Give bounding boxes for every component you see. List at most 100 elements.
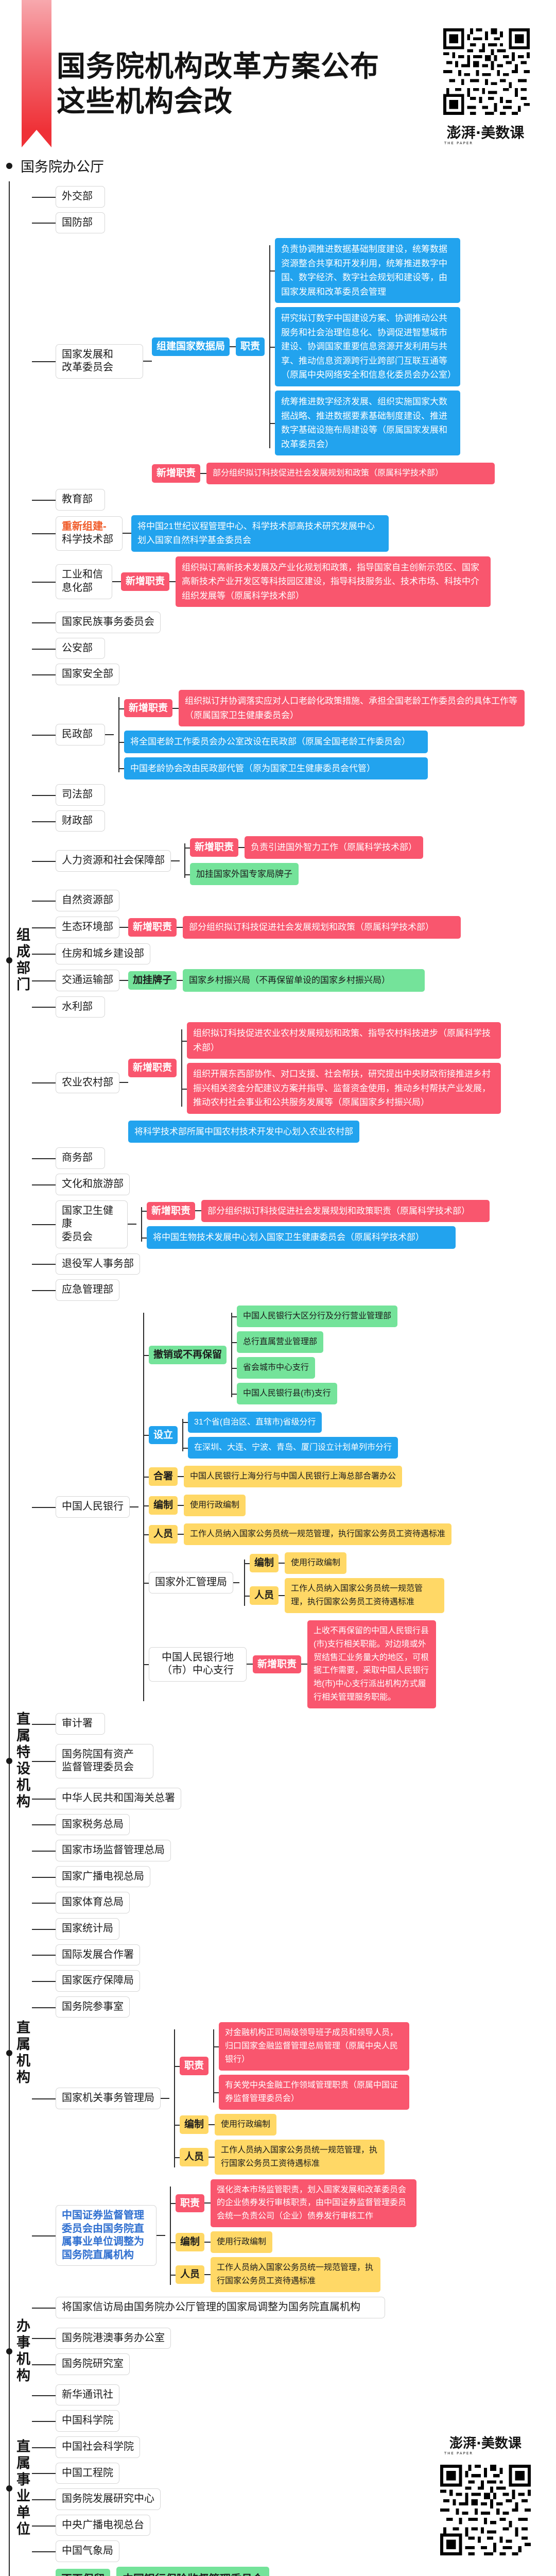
unit-row-gongchengyuan: 中国工程院 <box>32 2462 556 2484</box>
chip-新增职责[interactable]: 新增职责 <box>152 464 201 483</box>
agency-国务院港澳事务办公室[interactable]: 国务院港澳事务办公室 <box>56 2327 171 2349</box>
chip-人员[interactable]: 人员 <box>149 1525 178 1544</box>
ministry-财政部[interactable]: 财政部 <box>56 810 105 832</box>
chip-职责[interactable]: 职责 <box>236 337 265 357</box>
agency-国家市场监督管理总局[interactable]: 国家市场监督管理总局 <box>56 1840 171 1861</box>
connector <box>32 1224 56 1226</box>
chip-新增职责[interactable]: 新增职责 <box>121 572 170 591</box>
unit-国务院发展研究中心[interactable]: 国务院发展研究中心 <box>56 2488 161 2510</box>
unit-中国工程院[interactable]: 中国工程院 <box>56 2462 119 2484</box>
agency-国家广播电视总局[interactable]: 国家广播电视总局 <box>56 1866 150 1888</box>
connector <box>157 2235 165 2236</box>
agency-国家信访局调整[interactable]: 将国家信访局由国务院办公厅管理的国家局调整为国务院直属机构 <box>56 2297 385 2318</box>
connector <box>32 1903 56 1904</box>
agency-国家统计局[interactable]: 国家统计局 <box>56 1918 119 1940</box>
chip-编制[interactable]: 编制 <box>180 2115 209 2134</box>
spine-bullet-icon <box>6 957 12 963</box>
ministry-审计署[interactable]: 审计署 <box>56 1713 105 1735</box>
bracket <box>177 1022 187 1114</box>
connector <box>301 1664 308 1665</box>
connector <box>143 361 152 362</box>
connector <box>32 1761 56 1762</box>
ministry-农业农村部[interactable]: 农业农村部 <box>56 1072 119 1094</box>
ministry-人力资源和社会保障部[interactable]: 人力资源和社会保障部 <box>56 850 171 872</box>
agency-国家体育总局[interactable]: 国家体育总局 <box>56 1892 130 1913</box>
chip-职责[interactable]: 职责 <box>176 2194 205 2213</box>
note-fagai-b1: 负责协调推进数据基础制度建设，统筹数据资源整合共享和开发利用，统筹推进数字中国、… <box>275 238 461 303</box>
unit-新华通讯社[interactable]: 新华通讯社 <box>56 2384 119 2406</box>
ministry-国家民族事务委员会[interactable]: 国家民族事务委员会 <box>56 612 161 633</box>
agency-中国人民银行地市中心支行[interactable]: 中国人民银行地 （市）中心支行 <box>149 1647 247 1682</box>
ministry-国家卫生健康委员会[interactable]: 国家卫生健康 委员会 <box>56 1200 128 1248</box>
chip-人员[interactable]: 人员 <box>180 2147 209 2166</box>
ministry-教育部[interactable]: 教育部 <box>56 489 105 511</box>
bracket <box>180 836 190 885</box>
chip-新增职责[interactable]: 新增职责 <box>124 699 173 718</box>
connector <box>32 2499 56 2500</box>
connector <box>32 533 56 535</box>
ministry-退役军人事务部[interactable]: 退役军人事务部 <box>56 1253 140 1275</box>
chip-新增职责[interactable]: 新增职责 <box>253 1655 302 1674</box>
chip-新增职责[interactable]: 新增职责 <box>190 838 239 857</box>
note-jgswj-b1: 使用行政编制 <box>215 2113 277 2136</box>
chip-合署[interactable]: 合署 <box>149 1467 178 1486</box>
chip-不再保留[interactable]: 不再保留 <box>56 2568 110 2576</box>
ministry-row-guofang: 国防部 <box>32 212 556 234</box>
ministry-中国人民银行[interactable]: 中国人民银行 <box>56 1496 130 1518</box>
agency-国际发展合作署[interactable]: 国际发展合作署 <box>56 1944 140 1966</box>
agency-国家外汇管理局[interactable]: 国家外汇管理局 <box>149 1572 233 1594</box>
ministry-国防部[interactable]: 国防部 <box>56 212 105 234</box>
agency-国家税务总局[interactable]: 国家税务总局 <box>56 1814 130 1836</box>
chip-编制[interactable]: 编制 <box>250 1554 279 1572</box>
agency-国家医疗保障局[interactable]: 国家医疗保障局 <box>56 1970 140 1992</box>
chip-新增职责[interactable]: 新增职责 <box>147 1201 196 1221</box>
ministry-民政部[interactable]: 民政部 <box>56 724 105 745</box>
chip-职责[interactable]: 职责 <box>180 2057 209 2075</box>
ministry-住房和城乡建设部[interactable]: 住房和城乡建设部 <box>56 943 150 965</box>
bracket <box>227 1306 237 1404</box>
ministry-商务部[interactable]: 商务部 <box>56 1147 105 1170</box>
chip-组建国家数据局[interactable]: 组建国家数据局 <box>152 337 230 357</box>
agency-中华人民共和国海关总署[interactable]: 中华人民共和国海关总署 <box>56 1787 181 1809</box>
ministry-外交部[interactable]: 外交部 <box>56 186 105 208</box>
chip-撤销或不再保留[interactable]: 撤销或不再保留 <box>149 1345 227 1364</box>
ministry-应急管理部[interactable]: 应急管理部 <box>56 1279 119 1301</box>
unit-中国社会科学院[interactable]: 中国社会科学院 <box>56 2436 140 2458</box>
ministry-国家安全部[interactable]: 国家安全部 <box>56 664 119 686</box>
ministry-自然资源部[interactable]: 自然资源部 <box>56 890 119 911</box>
agency-国家机关事务管理局[interactable]: 国家机关事务管理局 <box>56 2088 161 2109</box>
chip-人员[interactable]: 人员 <box>176 2265 205 2284</box>
connector <box>178 1505 184 1506</box>
connector <box>32 2307 56 2309</box>
chip-新增职责[interactable]: 新增职责 <box>128 1059 177 1077</box>
group-rows: 国务院港澳事务办公室 国务院研究室 <box>32 2323 556 2380</box>
unit-中国科学院[interactable]: 中国科学院 <box>56 2410 119 2432</box>
group-spine: 直属特设机构 <box>0 1711 32 1810</box>
agency-国务院参事室[interactable]: 国务院参事室 <box>56 1996 130 2018</box>
ministry-文化和旅游部[interactable]: 文化和旅游部 <box>56 1174 130 1195</box>
chip-加挂牌子[interactable]: 加挂牌子 <box>128 971 177 990</box>
connector <box>119 979 128 981</box>
unit-中国气象局[interactable]: 中国气象局 <box>56 2540 119 2562</box>
agency-中国证券监督管理委员会调整[interactable]: 中国证券监督管理委员会由国务院直属事业单位调整为国务院直属机构 <box>56 2205 157 2266</box>
ministry-交通运输部[interactable]: 交通运输部 <box>56 970 119 991</box>
chip-编制[interactable]: 编制 <box>149 1496 178 1515</box>
ministry-国家发展和改革委员会[interactable]: 国家发展和 改革委员会 <box>56 344 143 379</box>
connector <box>32 361 56 363</box>
agency-国务院研究室[interactable]: 国务院研究室 <box>56 2353 130 2375</box>
group-直属事业单位: 直属事业单位 新华通讯社 中国科学院 中国社会科学院 中国工程院 国务院发展研究… <box>0 2379 556 2576</box>
chip-新增职责[interactable]: 新增职责 <box>128 918 177 937</box>
subgroup-nongye-划入: 将科学技术部所属中国农村技术开发中心划入农业农村部 <box>128 1120 501 1143</box>
chip-设立[interactable]: 设立 <box>149 1426 178 1445</box>
unit-中央广播电视总台[interactable]: 中央广播电视总台 <box>56 2514 150 2536</box>
ministry-公安部[interactable]: 公安部 <box>56 637 105 659</box>
ministry-司法部[interactable]: 司法部 <box>56 784 105 806</box>
agency-国务院国有资产监督管理委员会[interactable]: 国务院国有资产 监督管理委员会 <box>56 1743 153 1778</box>
chip-人员[interactable]: 人员 <box>250 1586 279 1605</box>
ministry-工业和信息化部[interactable]: 工业和信 息化部 <box>56 564 112 599</box>
chip-编制[interactable]: 编制 <box>176 2233 205 2252</box>
bracket <box>239 1552 250 1613</box>
ministry-科学技术部[interactable]: 科学技术部 <box>62 534 113 546</box>
ministry-水利部[interactable]: 水利部 <box>56 996 105 1018</box>
ministry-生态环境部[interactable]: 生态环境部 <box>56 916 119 938</box>
